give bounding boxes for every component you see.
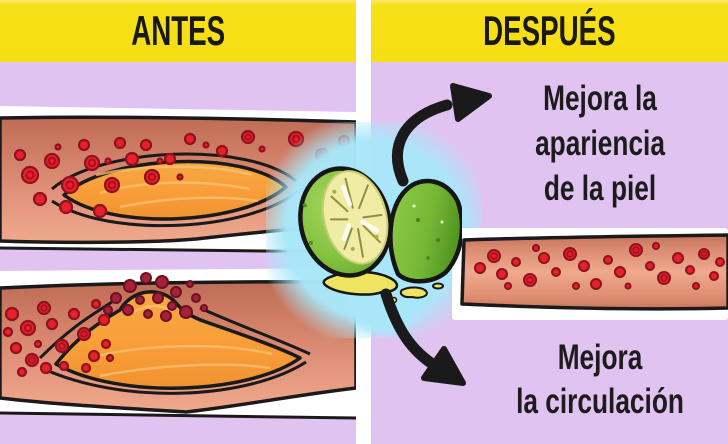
skin-benefit-line3: de la piel — [543, 169, 657, 208]
artery-tube — [460, 233, 728, 311]
vessel-outline — [0, 411, 356, 420]
healthy-artery-illustration — [452, 228, 728, 320]
blood-cells — [2, 298, 115, 378]
blood-cells — [13, 129, 351, 219]
before-header-band: ANTES — [0, 0, 356, 62]
blood-cells — [474, 242, 725, 290]
lime-illustration — [298, 166, 462, 304]
plaque-ruptured — [38, 290, 311, 395]
circulation-benefit-line2: la circulación — [516, 382, 684, 421]
skin-benefit-line1: Mejora la — [543, 79, 657, 118]
blood-cell-rings — [490, 246, 708, 284]
lime-cut-half — [298, 166, 392, 278]
circulation-benefit-line1: Mejora — [557, 338, 643, 377]
circulation-benefit-label: Mejora la circulación — [470, 336, 728, 424]
plaque — [51, 152, 299, 228]
skin-benefit-label: Mejora la apariencia de la piel — [480, 76, 720, 211]
before-title: ANTES — [131, 7, 225, 54]
lime-whole-half — [388, 178, 462, 284]
skin-benefit-line2: apariencia — [535, 124, 665, 163]
escaping-cells — [103, 272, 208, 322]
after-header-band: DESPUÉS — [371, 0, 728, 62]
blood-cell-rings — [23, 304, 88, 364]
after-title: DESPUÉS — [483, 7, 616, 54]
